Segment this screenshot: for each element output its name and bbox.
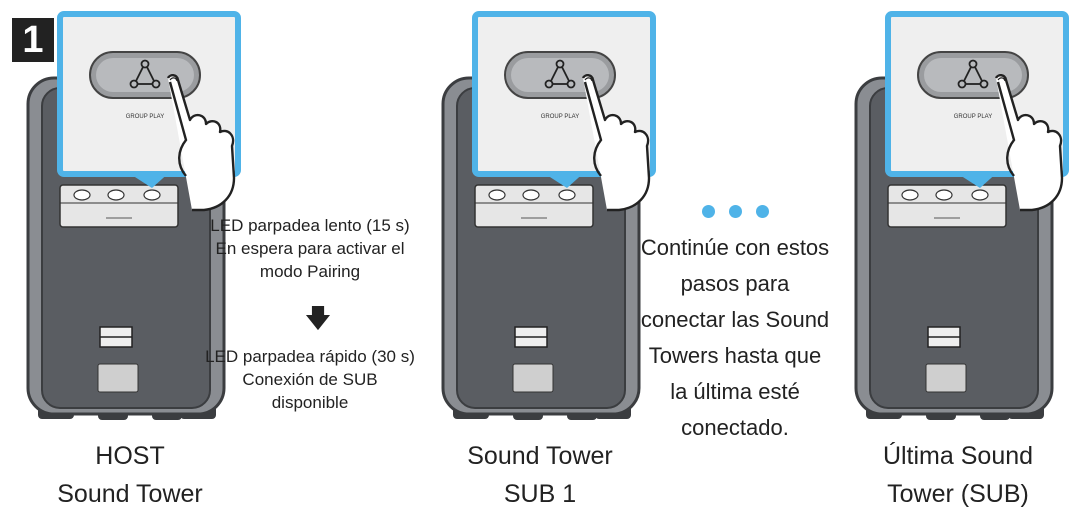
pointing-hand-icon	[583, 81, 603, 177]
last-sub-caption: Última Sound Tower (SUB)	[838, 437, 1078, 513]
caption-line: HOST	[95, 442, 165, 470]
port-plate	[925, 363, 967, 393]
caption-line: SUB 1	[503, 480, 577, 508]
host-caption: HOST Sound Tower	[10, 437, 250, 513]
sound-tower-illustration: GROUP PLAY	[26, 11, 241, 420]
panel-button-icon	[73, 189, 91, 201]
pointing-hand-icon	[994, 74, 1064, 212]
caption-line: Última Sound	[882, 442, 1034, 470]
led-text-line: En espera para activar el	[215, 239, 405, 258]
group-play-label: GROUP PLAY	[954, 114, 992, 120]
pointing-hand-icon	[581, 74, 651, 212]
continue-line: pasos para	[680, 271, 790, 296]
port-plate	[97, 363, 139, 393]
step-1-badge: 1	[12, 18, 54, 62]
panel-button-icon	[143, 189, 161, 201]
led-text-line: modo Pairing	[259, 262, 361, 281]
group-play-label: GROUP PLAY	[126, 114, 164, 120]
sound-tower-illustration: GROUP PLAY	[441, 11, 656, 420]
continue-line: Continúe con estos	[640, 235, 830, 260]
group-play-label: GROUP PLAY	[541, 114, 579, 120]
continue-line: la última esté	[670, 379, 800, 404]
led-text-line: Conexión de SUB	[242, 370, 378, 389]
panel-button-icon	[901, 189, 919, 201]
group-play-icon	[566, 79, 576, 89]
group-play-icon	[957, 79, 967, 89]
group-play-icon	[979, 79, 989, 89]
led-text-line: disponible	[271, 393, 349, 412]
pointing-hand-icon	[168, 81, 188, 177]
continue-line: conectar las Sound	[640, 307, 830, 332]
fingernail-icon	[997, 77, 1006, 82]
group-play-icon	[146, 66, 155, 82]
fingernail-icon	[169, 77, 178, 82]
group-play-icon	[968, 59, 978, 69]
led-slow-info: LED parpadea lento (15 s) En espera para…	[200, 214, 420, 283]
panel-button-icon	[971, 189, 989, 201]
continue-instructions: Continúe con estos pasos para conectar l…	[635, 230, 835, 446]
led-fast-info: LED parpadea rápido (30 s) Conexión de S…	[200, 345, 420, 414]
pointing-hand-icon	[996, 81, 1016, 177]
panel-button-icon	[935, 189, 953, 201]
panel-button-icon	[488, 189, 506, 201]
fingernail-icon	[584, 77, 593, 82]
panel-button-icon	[107, 189, 125, 201]
group-play-icon	[974, 66, 983, 82]
sound-tower-illustration: GROUP PLAY	[854, 11, 1069, 420]
ellipsis-dots-icon	[702, 205, 772, 221]
group-play-icon	[544, 79, 554, 89]
group-play-icon	[140, 59, 150, 69]
continue-line: conectado.	[681, 415, 789, 440]
group-play-icon	[151, 79, 161, 89]
group-play-icon	[555, 59, 565, 69]
down-arrow-icon: 🡇	[304, 303, 332, 333]
pointing-hand-icon	[166, 74, 236, 212]
caption-line: Tower (SUB)	[887, 480, 1029, 508]
group-play-icon	[963, 66, 972, 82]
led-text-line: LED parpadea rápido (30 s)	[205, 347, 415, 366]
led-text-line: LED parpadea lento (15 s)	[210, 216, 410, 235]
sub1-caption: Sound Tower SUB 1	[420, 437, 660, 513]
continue-line: Towers hasta que	[648, 343, 822, 368]
caption-line: Sound Tower	[57, 480, 203, 508]
group-play-icon	[550, 66, 559, 82]
group-play-icon	[561, 66, 570, 82]
group-play-icon	[135, 66, 144, 82]
caption-line: Sound Tower	[467, 442, 613, 470]
port-plate	[512, 363, 554, 393]
group-play-icon	[129, 79, 139, 89]
panel-button-icon	[522, 189, 540, 201]
panel-button-icon	[558, 189, 576, 201]
